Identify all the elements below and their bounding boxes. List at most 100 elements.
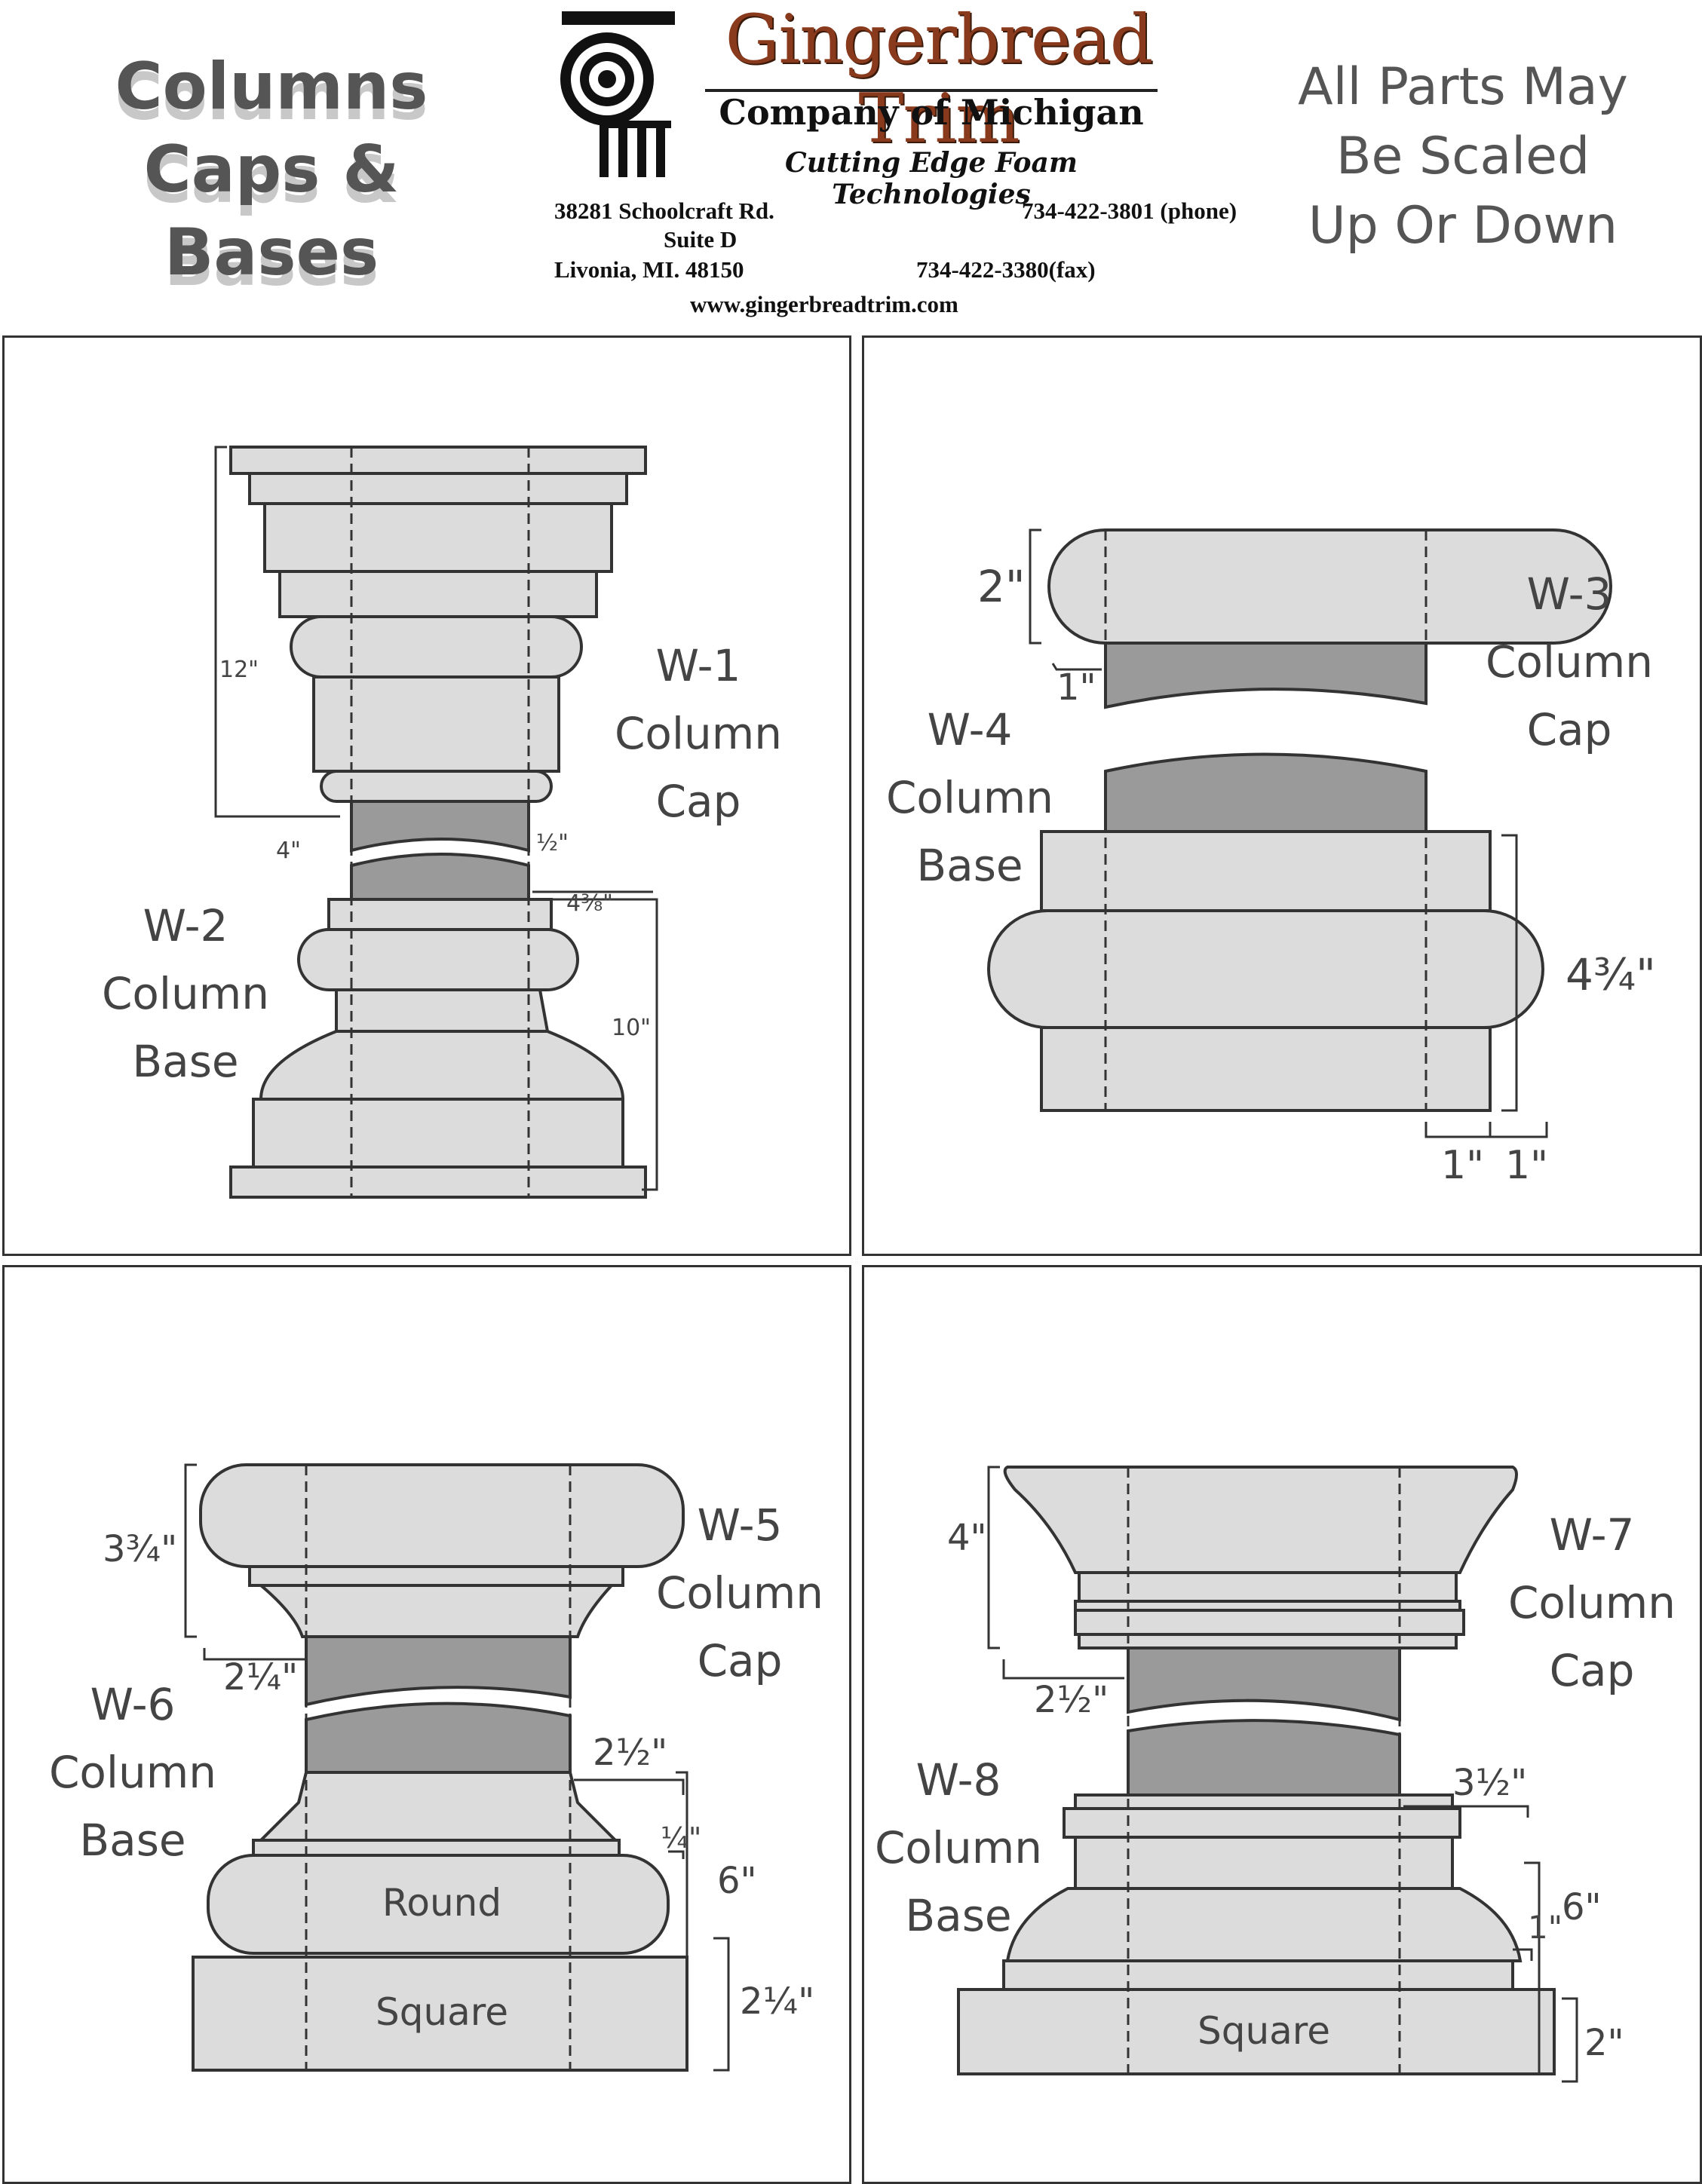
dim-w8-offset: 3½" [1452, 1762, 1527, 1804]
w2-lower-torus [259, 1030, 625, 1101]
label-w2-type: Column [102, 968, 269, 1019]
w3-shaft-stub [1104, 642, 1428, 709]
w1-shaft-stub [350, 800, 530, 853]
label-w4-type: Column [886, 772, 1053, 823]
w5-abacus [199, 1463, 685, 1568]
page-title-shadow: Columns Caps & Bases [30, 56, 513, 305]
label-w2-part: Base [132, 1036, 238, 1087]
w8-fillet-2 [1074, 1836, 1454, 1890]
w6-square-label: Square [376, 1990, 508, 2034]
label-w5-part: Cap [698, 1635, 783, 1686]
label-w1-type: Column [615, 708, 782, 759]
dim-w2-height: 10" [612, 1015, 651, 1041]
w7-w8-drawing: 4" 2½" 3½" 6" 1" 2" Square W-7 Column Ca… [875, 1466, 1676, 2083]
label-w6-type: Column [49, 1747, 216, 1798]
w8-fillet-1 [1074, 1793, 1454, 1810]
dim-w5-offset: 2¼" [223, 1656, 298, 1698]
w6-round-label: Round [382, 1881, 501, 1925]
title-line-2-shadow: Caps & Bases [143, 142, 400, 301]
w6-round-torus [207, 1854, 670, 1955]
w6-plate [252, 1839, 621, 1857]
label-w6-part: Base [79, 1815, 186, 1866]
address-line-2: Suite D [664, 226, 738, 253]
panel-w1-w2: 12" 4" ½" 4⅜" 10" W-1 Column Cap W-2 Col… [2, 335, 851, 1256]
company-name: Gingerbread Trim [725, 0, 1154, 158]
label-w1-part: Cap [656, 776, 741, 827]
dim-w3-offset: 1" [1056, 666, 1096, 709]
phone-number: 734-422-3801 (phone) [1022, 198, 1237, 224]
company-subtitle: Company of Michigan [719, 92, 1144, 133]
w7-ring [1074, 1609, 1465, 1636]
w1-top-plate [229, 446, 647, 475]
dim-w7-offset: 2½" [1034, 1679, 1109, 1721]
w8-square-plinth [957, 1988, 1556, 2075]
label-w3-code: W-3 [1527, 568, 1612, 620]
label-w4-part: Base [916, 840, 1023, 891]
website-link[interactable]: www.gingerbreadtrim.com [690, 291, 958, 317]
w6-shaft-stub [305, 1702, 572, 1774]
dim-w6-plinth: 2¼" [740, 1980, 814, 2023]
w2-torus [297, 928, 579, 991]
address-line-3: Livonia, MI. 48150 [554, 256, 744, 283]
w1-upper-band [263, 502, 613, 573]
dim-w4-height: 4¾" [1566, 949, 1656, 1000]
label-w3-part: Cap [1527, 704, 1612, 755]
w2-base-plate [229, 1166, 647, 1199]
dim-w8-plinth: 2" [1584, 2022, 1624, 2064]
label-w1-code: W-1 [656, 640, 741, 691]
w1-ovolo [278, 570, 598, 618]
w5-fillet [248, 1565, 624, 1587]
dim-w7-height: 4" [947, 1517, 987, 1559]
w1-torus [290, 615, 583, 678]
label-w8-type: Column [875, 1822, 1042, 1873]
w8-square-label: Square [1198, 2009, 1330, 2053]
label-w7-type: Column [1508, 1577, 1676, 1628]
w2-shaft-stub [350, 853, 530, 901]
w6-fillet [257, 1771, 619, 1842]
fax-number: 734-422-3380(fax) [916, 256, 1096, 283]
dim-w6-fillet: ¼" [661, 1821, 701, 1855]
note-line-2: Be Scaled [1336, 127, 1590, 186]
w5-shaft-stub [305, 1635, 572, 1707]
w1-cavetto [248, 472, 628, 505]
label-w5-type: Column [656, 1567, 823, 1619]
note-line-1: All Parts May [1298, 57, 1628, 117]
dim-w2-offset: 4⅜" [566, 890, 613, 917]
dim-w4-offset-1: 1" [1441, 1143, 1484, 1188]
dim-w1-depth: 4" [276, 838, 301, 864]
w4-torus [987, 909, 1544, 1029]
title-line-2: Caps & Bases [143, 132, 400, 290]
w8-torus [1005, 1887, 1523, 1962]
panel-w5-w6: 3¾" 2¼" 2½" ¼" 6" 2¼" Round Square W-5 C… [2, 1265, 851, 2184]
w4-shaft-stub [1104, 752, 1428, 833]
label-w8-part: Base [905, 1890, 1011, 1941]
title-line-1: Columns [115, 49, 428, 124]
company-logo [560, 11, 675, 177]
w7-shaft-stub [1127, 1646, 1401, 1722]
w3-w4-drawing: 2" 1" 4¾" 1" 1" W-3 Column Cap W-4 Colum… [886, 528, 1656, 1188]
w7-bell [1003, 1466, 1518, 1574]
label-w3-type: Column [1486, 636, 1653, 688]
w8-plate [1002, 1959, 1514, 1991]
panel-w7-w8: 4" 2½" 3½" 6" 1" 2" Square W-7 Column Ca… [862, 1265, 1702, 2184]
title-line-1-shadow: Columns [115, 60, 428, 135]
note-line-3: Up Or Down [1308, 196, 1618, 256]
w5-echinus [256, 1584, 615, 1638]
w2-plinth [252, 1098, 624, 1169]
w2-scotia [335, 988, 550, 1033]
page-title: Columns Caps & Bases Columns Caps & Base… [30, 45, 513, 301]
label-w5-code: W-5 [698, 1499, 783, 1551]
company-tagline: Cutting Edge Foam Technologies [785, 147, 1078, 210]
w1-astragal [320, 770, 553, 803]
label-w6-code: W-6 [90, 1679, 176, 1730]
w4-upper-fillet [1040, 830, 1492, 912]
w2-fillet [327, 898, 553, 931]
label-w7-code: W-7 [1550, 1509, 1635, 1561]
w6-square-plinth [192, 1956, 688, 2072]
dim-w3-height: 2" [977, 561, 1026, 612]
divider [705, 89, 1158, 92]
dim-w8-torus: 1" [1528, 1909, 1562, 1946]
dim-w1-height: 12" [219, 657, 259, 683]
label-w4-code: W-4 [928, 704, 1013, 755]
w4-plinth [1040, 1026, 1492, 1112]
